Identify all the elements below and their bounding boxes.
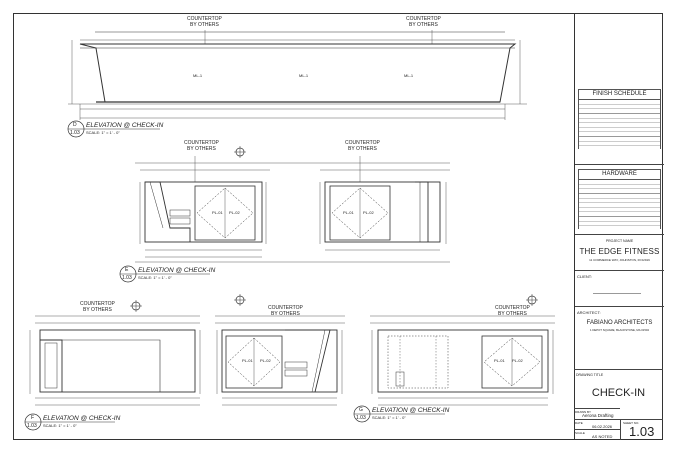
scale-label: SCALE — [575, 431, 585, 435]
material-tag-pl02-e2: PL-02 — [363, 210, 374, 215]
client-line — [593, 293, 641, 294]
elevation-d-drawing — [68, 30, 527, 120]
view-e-title: ELEVATION @ CHECK-IN — [138, 267, 216, 274]
hardware-table: HARDWARE — [578, 169, 661, 230]
view-g-scale: SCALE: 1" = 1' - 0" — [372, 415, 406, 420]
countertop-label-f: COUNTERTOP BY OTHERS — [80, 301, 115, 313]
drawn-by-label: DRAWN BY — [575, 410, 592, 414]
drawing-title-label: DRAWING TITLE — [576, 373, 604, 377]
sheet-no-label: SHEET NO. — [623, 421, 640, 425]
material-tag-pl02-g: PL-02 — [512, 358, 523, 363]
view-f-id: F — [31, 415, 35, 421]
material-tag-ml1-a: ML-1 — [193, 73, 203, 78]
by-others-text: BY OTHERS — [271, 311, 300, 317]
view-d-sheet: 1.03 — [70, 130, 80, 136]
countertop-label-d2: COUNTERTOP BY OTHERS — [406, 16, 441, 28]
material-tag-pl01-g: PL-01 — [494, 358, 505, 363]
material-tag-ml1-c: ML-1 — [404, 73, 414, 78]
by-others-text: BY OTHERS — [187, 146, 216, 152]
elevation-section-drawing — [215, 294, 345, 406]
date-label: DATE — [575, 421, 583, 425]
material-tag-pl02-m: PL-02 — [260, 358, 271, 363]
material-tag-pl01-e1: PL-01 — [212, 210, 223, 215]
drawing-title: CHECK-IN — [591, 387, 646, 399]
by-others-text: BY OTHERS — [348, 146, 377, 152]
project-address: 11 COMMERCE WAY, JOHNSTON, RI 02919 — [589, 258, 650, 262]
by-others-text: BY OTHERS — [83, 307, 112, 313]
hardware-rows — [579, 180, 660, 230]
project-section: PROJECT NAME THE EDGE FITNESS 11 COMMERC… — [575, 234, 664, 270]
view-g-title: ELEVATION @ CHECK-IN — [372, 407, 450, 414]
view-f-sheet: 1.03 — [27, 423, 37, 429]
architect-label: ARCHITECT: — [577, 310, 601, 315]
by-others-text: BY OTHERS — [498, 311, 527, 317]
project-name: THE EDGE FITNESS — [579, 247, 660, 256]
view-f-scale: SCALE: 1" = 1' - 0" — [43, 423, 77, 428]
architect-address: 1 DEPOT SQUARE, BLACKSTONE, MA 01504 — [590, 328, 649, 332]
view-g-sheet: 1.03 — [356, 415, 366, 421]
by-others-text: BY OTHERS — [190, 22, 219, 28]
material-tag-pl02-e1: PL-02 — [229, 210, 240, 215]
elevation-g-drawing — [370, 294, 555, 406]
project-name-label: PROJECT NAME — [605, 239, 634, 243]
view-e-sheet: 1.03 — [122, 275, 132, 281]
sheet-no-value: 1.03 — [629, 424, 655, 439]
countertop-label-m: COUNTERTOP BY OTHERS — [268, 305, 303, 317]
scale-box: SCALE AS NOTED — [574, 429, 620, 440]
countertop-text: COUNTERTOP — [406, 16, 441, 22]
hardware-section: HARDWARE — [575, 164, 664, 234]
date-value: 06.02.2026 — [592, 424, 613, 429]
view-e-scale: SCALE: 1" = 1' - 0" — [138, 275, 172, 280]
finish-schedule-title: FINISH SCHEDULE — [579, 90, 660, 100]
drawing-title-box: DRAWING TITLE CHECK-IN — [574, 369, 663, 402]
finish-schedule-rows — [579, 100, 660, 150]
date-box: DATE 06.02.2026 — [574, 419, 620, 429]
drawn-by-box: DRAWN BY Aerona Drafting — [574, 408, 620, 419]
countertop-text: COUNTERTOP — [184, 140, 219, 146]
drawing-sheet-border — [13, 13, 663, 440]
architect-section: ARCHITECT: FABIANO ARCHITECTS 1 DEPOT SQ… — [575, 306, 664, 382]
client-section: CLIENT: — [575, 270, 664, 306]
elevation-f-drawing — [29, 300, 201, 406]
countertop-text: COUNTERTOP — [268, 305, 303, 311]
by-others-text: BY OTHERS — [409, 22, 438, 28]
material-tag-pl01-m: PL-01 — [242, 358, 253, 363]
countertop-label-e2: COUNTERTOP BY OTHERS — [345, 140, 380, 152]
view-d-scale: SCALE: 1" = 1' - 0" — [86, 130, 120, 135]
view-d-id: D — [73, 122, 77, 128]
drawn-by-value: Aerona Drafting — [582, 413, 614, 418]
title-block: FINISH SCHEDULE HARDWARE PROJECT NAME TH… — [574, 13, 664, 440]
finish-schedule-section: FINISH SCHEDULE — [575, 86, 664, 164]
material-tag-pl01-e2: PL-01 — [343, 210, 354, 215]
view-e-id: E — [125, 267, 129, 273]
sheet-no-box: SHEET NO. 1.03 — [620, 419, 663, 440]
countertop-text: COUNTERTOP — [495, 305, 530, 311]
scale-value: AS NOTED — [592, 434, 613, 439]
elevation-e-drawing — [135, 146, 450, 263]
architect-name: FABIANO ARCHITECTS — [586, 320, 653, 326]
finish-schedule-table: FINISH SCHEDULE — [578, 89, 661, 150]
countertop-label-g: COUNTERTOP BY OTHERS — [495, 305, 530, 317]
countertop-text: COUNTERTOP — [345, 140, 380, 146]
view-f-title: ELEVATION @ CHECK-IN — [43, 415, 121, 422]
hardware-title: HARDWARE — [579, 170, 660, 180]
client-label: CLIENT: — [577, 274, 592, 279]
view-g-id: G — [359, 407, 363, 413]
view-d-title: ELEVATION @ CHECK-IN — [86, 122, 164, 129]
material-tag-ml1-b: ML-1 — [299, 73, 309, 78]
countertop-text: COUNTERTOP — [80, 301, 115, 307]
countertop-label-d1: COUNTERTOP BY OTHERS — [187, 16, 222, 28]
countertop-text: COUNTERTOP — [187, 16, 222, 22]
countertop-label-e1: COUNTERTOP BY OTHERS — [184, 140, 219, 152]
